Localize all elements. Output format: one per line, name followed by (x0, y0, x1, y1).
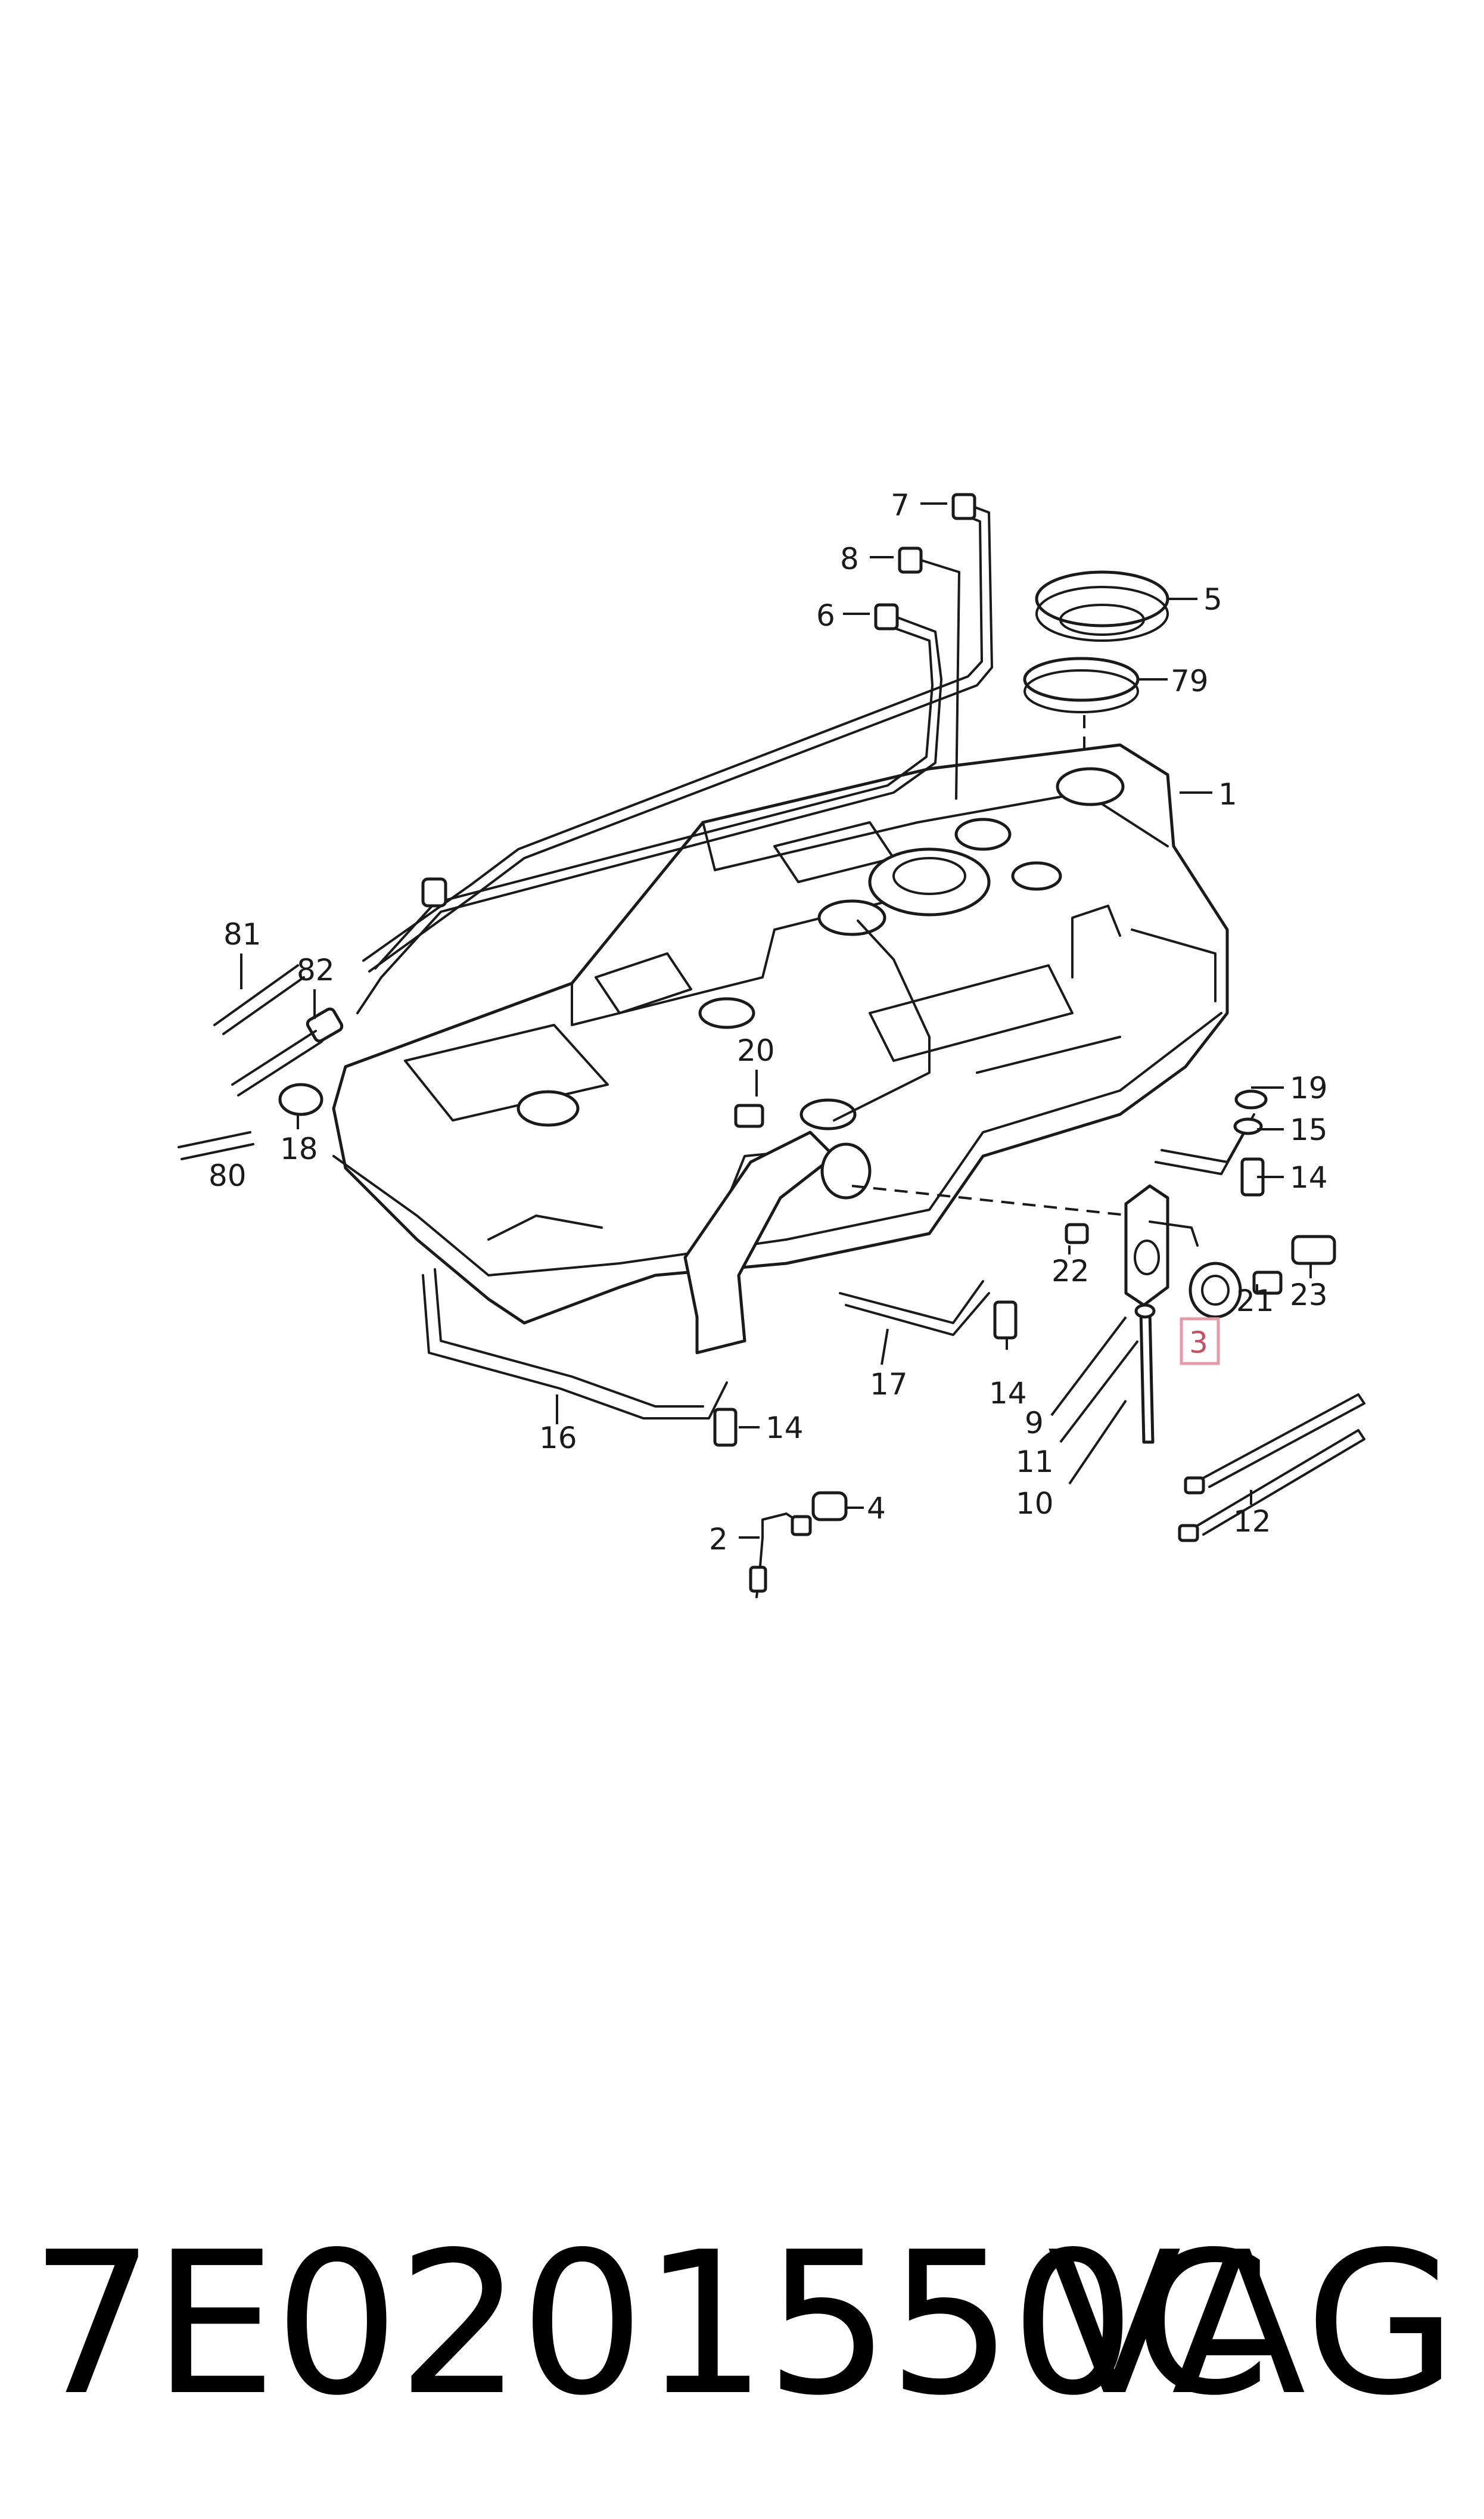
callout-3-highlight-box (1180, 1317, 1220, 1365)
callout-18: 18 (280, 1132, 318, 1166)
callout-8: 8 (840, 542, 859, 576)
callout-3[interactable]: 3 (1189, 1325, 1208, 1360)
callout-20: 20 (737, 1033, 775, 1068)
loose-pipes (178, 964, 323, 1160)
drain-hose (1139, 1309, 1155, 1444)
cable-ties (1178, 1393, 1365, 1542)
part-number: 7E0201550C (30, 2210, 1271, 2439)
locking-ring (1035, 570, 1169, 642)
grommet (811, 1491, 848, 1521)
callout-81: 81 (223, 917, 262, 952)
callout-22: 22 (1051, 1254, 1090, 1288)
callout-11: 11 (1016, 1445, 1054, 1479)
callout-10: 10 (1016, 1486, 1054, 1521)
callout-9: 9 (1025, 1406, 1044, 1440)
callout-14-left: 14 (766, 1411, 804, 1445)
seal-ring (1023, 657, 1140, 713)
callout-14-right: 14 (1290, 1160, 1328, 1195)
callout-19: 19 (1290, 1071, 1328, 1105)
callout-21: 21 (1236, 1284, 1274, 1318)
filler-housing (1124, 1184, 1199, 1307)
callout-82: 82 (297, 953, 335, 987)
filler-neck (683, 1130, 1133, 1355)
callout-17: 17 (870, 1367, 908, 1402)
callout-14-middle: 14 (989, 1376, 1027, 1411)
callout-16: 16 (539, 1421, 577, 1455)
callout-2: 2 (709, 1522, 728, 1557)
callout-4: 4 (867, 1491, 886, 1526)
callout-7: 7 (891, 488, 910, 523)
callout-6: 6 (816, 598, 835, 633)
callout-labels: 7 8 6 5 79 1 81 82 18 80 20 19 15 14 22 … (209, 488, 1328, 1557)
callout-79: 79 (1171, 664, 1209, 698)
brand-name: VAG (1047, 2210, 1460, 2439)
fuel-tank (332, 743, 1229, 1325)
callout-1: 1 (1218, 777, 1237, 812)
earth-cable (749, 1512, 812, 1598)
fasteners (278, 1007, 1336, 1447)
callout-12: 12 (1233, 1504, 1271, 1539)
leader-lines (240, 502, 1312, 1539)
callout-15: 15 (1290, 1113, 1328, 1147)
fuel-cap (1189, 1262, 1242, 1319)
footer: 7E0201550C VAG (30, 2217, 1460, 2431)
callout-80: 80 (209, 1158, 247, 1193)
callout-23: 23 (1290, 1278, 1328, 1312)
callout-5: 5 (1203, 582, 1222, 617)
